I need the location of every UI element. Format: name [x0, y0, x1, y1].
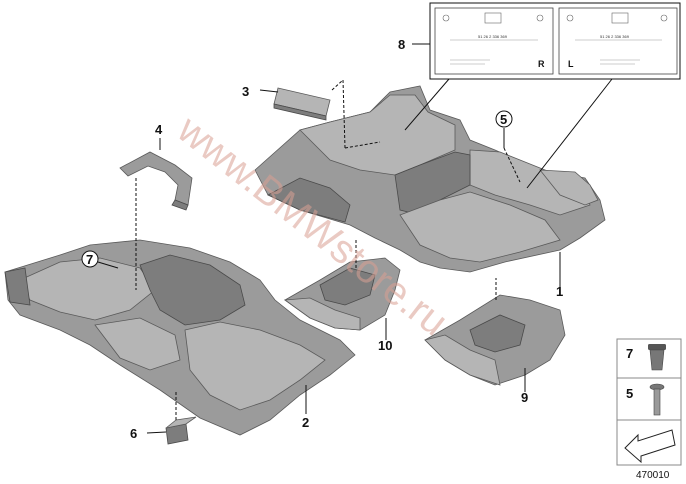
callout-5: 5 — [500, 112, 507, 127]
label-left — [558, 7, 678, 75]
label-left-code: 51 26 2 336 369 — [600, 34, 630, 39]
screw-icon — [649, 383, 665, 416]
legend-label-7: 7 — [626, 346, 633, 361]
part-2-floor-covering-front — [4, 239, 356, 436]
callout-6: 6 — [130, 426, 137, 441]
label-right — [434, 7, 554, 75]
callout-2: 2 — [302, 415, 309, 430]
direction-arrow-icon — [624, 429, 676, 464]
part-6-block — [165, 416, 197, 445]
part-4-bracket — [119, 151, 193, 211]
callout-10: 10 — [378, 338, 392, 353]
legend-box: 7 5 — [616, 338, 682, 466]
part-8-label-panel: 51 26 2 336 369 R 51 26 2 336 369 L — [429, 2, 681, 80]
callout-7-circle — [81, 250, 99, 268]
part-9-insulation — [424, 294, 566, 386]
part-10-insulation — [283, 257, 401, 331]
callout-9: 9 — [521, 390, 528, 405]
part-3-pad — [273, 87, 331, 121]
reference-number: 470010 — [636, 470, 670, 481]
leader-lines — [97, 43, 613, 434]
callout-4: 4 — [155, 122, 163, 137]
label-right-code: 51 26 2 336 369 — [478, 34, 508, 39]
callout-1: 1 — [556, 284, 563, 299]
callout-5-circle — [495, 110, 513, 128]
callout-8: 8 — [398, 37, 405, 52]
callout-7: 7 — [86, 252, 93, 267]
label-left-letter: L — [568, 59, 574, 69]
clip-icon — [648, 344, 666, 371]
callouts: 1 2 3 4 5 6 7 8 9 10 — [81, 37, 563, 441]
label-right-letter: R — [538, 59, 545, 69]
legend-label-5: 5 — [626, 386, 633, 401]
callout-3: 3 — [242, 84, 249, 99]
part-1-floor-covering-rear — [254, 85, 606, 273]
